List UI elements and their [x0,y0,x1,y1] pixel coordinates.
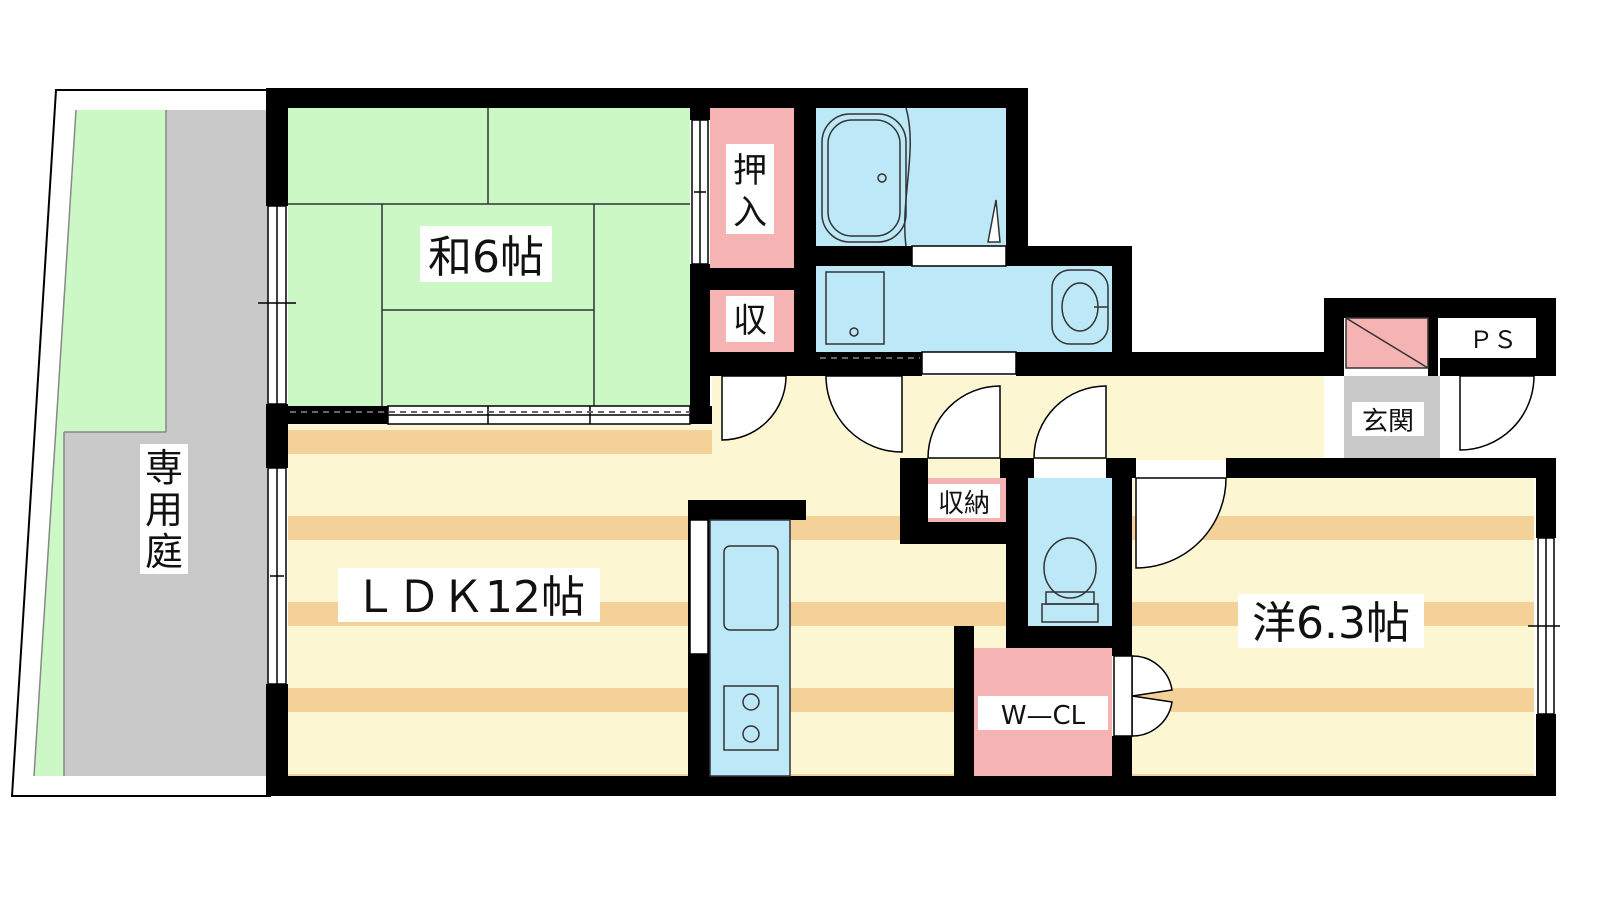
floor-fills [288,108,1534,776]
walkin-closet-label: W—CL [1001,701,1086,731]
entrance-label: 玄関 [1362,407,1414,437]
washing-machine-pan [825,271,885,345]
japanese-room-label: 和6帖 [428,232,544,283]
bathtub [821,113,907,243]
doors [721,375,1535,737]
tatami-mats [288,108,690,406]
hallway-floor [712,376,1324,460]
oshiire-label-2: 入 [733,193,767,233]
tatami-border-dashes [290,357,920,413]
room-labels: 和6帖 ＬＤＫ12帖 洋6.3帖 専 用 庭 押 入 収 収納 玄関 W—CL … [140,144,1526,731]
walls [266,88,1556,796]
garden-label-1: 専 [145,446,183,490]
pipe-space-label: ＰＳ [1469,326,1517,354]
washroom-floor [816,266,1112,352]
washroom-door[interactable] [825,375,903,453]
wcl-door-lower[interactable] [1131,695,1173,737]
small-storage-label: 収 [733,301,767,341]
kitchen-stove [723,685,779,751]
wcl-door-upper[interactable] [1131,655,1173,697]
oshiire-door[interactable] [721,375,787,441]
front-door[interactable] [1459,375,1535,451]
kitchen-sink [723,545,779,631]
toilet-floor [1028,478,1112,626]
garden-label-2: 用 [145,488,183,532]
storage-door[interactable] [927,385,1001,459]
oshiire-label-1: 押 [733,151,767,191]
fixtures [709,107,1429,777]
windows [258,119,1560,715]
garden-label-3: 庭 [145,530,183,574]
bathroom-floor [816,108,1006,246]
storage-label: 収納 [938,489,990,519]
ldk-floor [288,376,1006,776]
ldk-label: ＬＤＫ12帖 [353,572,585,623]
private-garden [10,89,271,797]
toilet-door[interactable] [1033,385,1107,459]
western-room-label: 洋6.3帖 [1252,598,1410,649]
toilet-bowl [1041,537,1099,623]
western-room-door[interactable] [1135,477,1227,569]
